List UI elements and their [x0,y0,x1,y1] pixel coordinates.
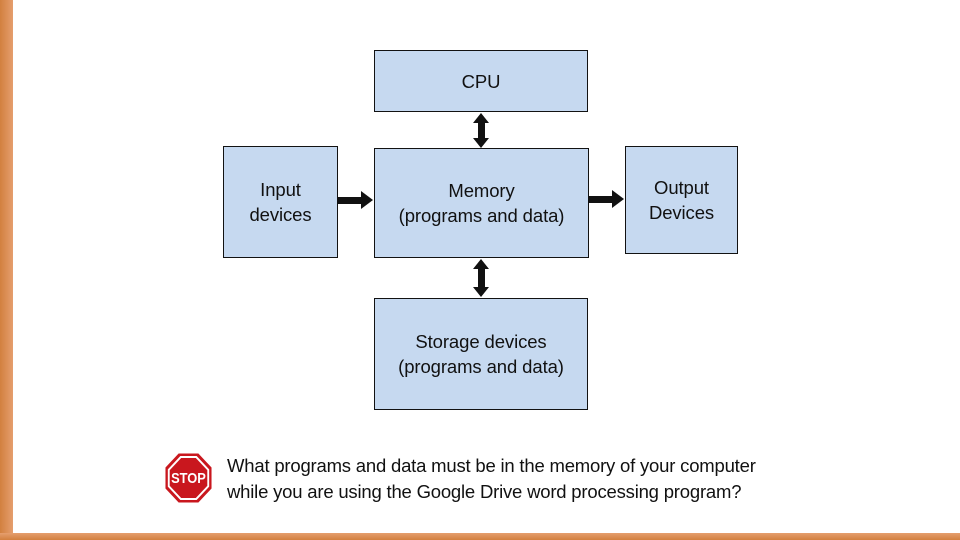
arrow-head-right-icon [361,191,373,209]
bottom-accent-band [0,533,960,540]
question-line1: What programs and data must be in the me… [227,455,756,476]
cpu-label: CPU [461,70,501,92]
stop-sign-label: STOP [171,471,206,487]
arrow-head-up-icon [473,259,489,269]
memory-to-output-arrow-icon [589,190,624,208]
input-to-memory-arrow-icon [338,191,373,209]
output-devices-label-line1: Output [654,177,709,198]
memory-storage-double-arrow-icon [473,259,489,297]
arrow-shaft [477,267,485,289]
output-devices-label-line2: Devices [648,202,715,223]
output-devices-box: Output Devices [625,146,738,254]
cpu-memory-double-arrow-icon [473,113,489,148]
storage-devices-label-line1: Storage devices [415,331,547,352]
memory-box: Memory (programs and data) [374,148,589,258]
input-devices-label-line2: devices [249,204,312,225]
question-line2: while you are using the Google Drive wor… [227,481,742,502]
memory-label-line1: Memory [448,180,515,201]
storage-devices-label-line2: (programs and data) [398,356,564,377]
arrow-head-down-icon [473,138,489,148]
memory-label-line2: (programs and data) [398,205,565,226]
question-text: What programs and data must be in the me… [227,453,807,505]
cpu-box: CPU [374,50,588,112]
arrow-shaft [589,195,614,203]
stop-sign-icon: STOP [165,453,212,503]
arrow-shaft [338,196,363,204]
left-accent-band [0,0,13,540]
arrow-head-right-icon [612,190,624,208]
arrow-head-down-icon [473,287,489,297]
arrow-shaft [477,121,485,140]
arrow-head-up-icon [473,113,489,123]
input-devices-label-line1: Input [260,179,301,200]
storage-devices-box: Storage devices (programs and data) [374,298,588,410]
input-devices-box: Input devices [223,146,338,258]
